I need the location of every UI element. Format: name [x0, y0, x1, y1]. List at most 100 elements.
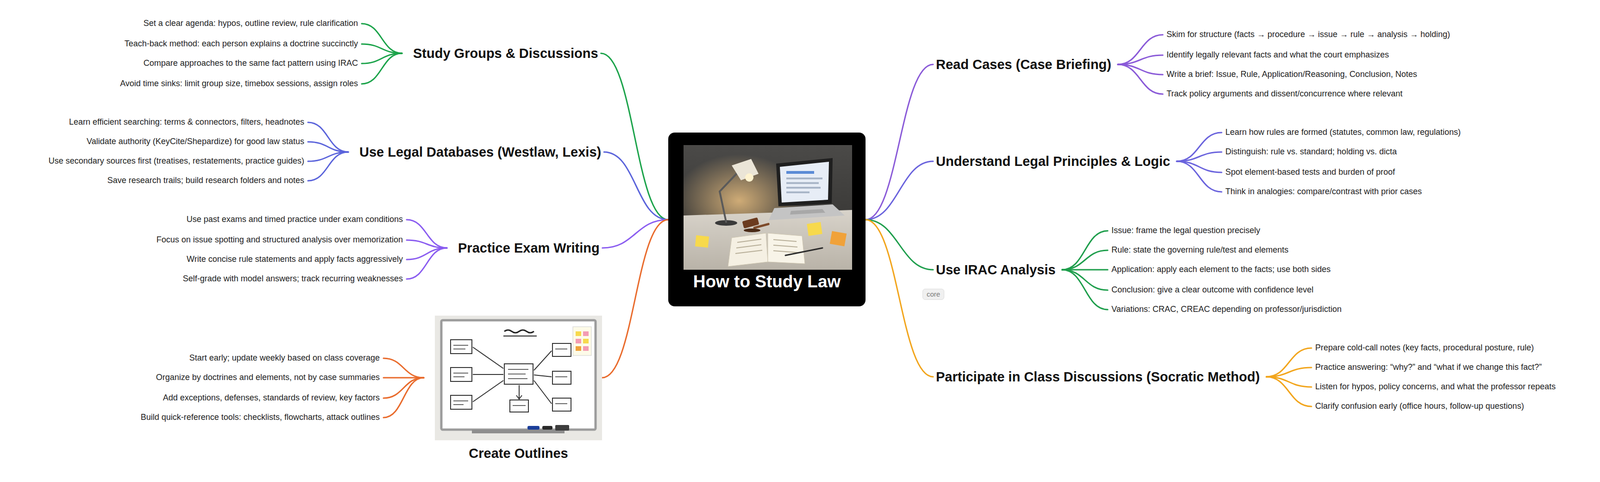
leaf-text: Avoid time sinks: limit group size, time…	[119, 78, 358, 89]
leaf-item: Application: apply each element to the f…	[1111, 264, 1331, 275]
branch-connector	[1176, 151, 1222, 162]
leaf-item: Compare approaches to the same fact patt…	[143, 58, 358, 69]
leaf-item: Identify legally relevant facts and what…	[1166, 50, 1389, 61]
leaf-item: Write a brief: Issue, Rule, Application/…	[1166, 69, 1418, 80]
leaf-text: Learn efficient searching: terms & conne…	[69, 117, 305, 128]
leaf-text: Start early; update weekly based on clas…	[189, 352, 380, 364]
branch-connector	[602, 219, 669, 378]
branch-connector	[601, 53, 669, 220]
leaf-item: Use secondary sources first (treatises, …	[48, 156, 305, 167]
branch-connector	[865, 161, 934, 220]
leaf-item: Prepare cold-call notes (key facts, proc…	[1315, 342, 1534, 353]
leaf-item: Variations: CRAC, CREAC depending on pro…	[1111, 304, 1342, 315]
leaf-item: Rule: state the governing rule/test and …	[1111, 244, 1289, 256]
leaf-text: Conclusion: give a clear outcome with co…	[1111, 284, 1314, 295]
branch-topic: Participate in Class Discussions (Socrat…	[935, 368, 1260, 385]
branch-connector	[383, 377, 424, 398]
leaf-text: Organize by doctrines and elements, not …	[156, 372, 380, 383]
leaf-text: Issue: frame the legal question precisel…	[1111, 225, 1261, 236]
leaf-item: Build quick-reference tools: checklists,…	[140, 412, 380, 423]
leaf-item: Skim for structure (facts → procedure → …	[1166, 29, 1450, 40]
branch-connector	[361, 53, 402, 84]
branch-topic: Read Cases (Case Briefing)	[935, 56, 1112, 73]
branch-connector	[865, 219, 934, 270]
leaf-text: Listen for hypos, policy concerns, and w…	[1315, 381, 1556, 392]
topic-text: Participate in Class Discussions (Socrat…	[935, 368, 1260, 385]
branch-topic: Understand Legal Principles & Logic	[935, 153, 1171, 170]
branch-connector	[603, 151, 669, 220]
branch-connector	[1061, 230, 1108, 270]
topic-text: Understand Legal Principles & Logic	[935, 153, 1171, 170]
branch-connector	[361, 43, 402, 54]
leaf-item: Clarify confusion early (office hours, f…	[1315, 401, 1525, 412]
leaf-text: Application: apply each element to the f…	[1111, 264, 1331, 275]
leaf-item: Issue: frame the legal question precisel…	[1111, 225, 1261, 236]
branch-connector	[1266, 367, 1312, 377]
branch-connector	[1061, 250, 1108, 270]
branch-connector	[383, 357, 424, 378]
branch-connector	[1117, 64, 1163, 95]
leaf-item: Track policy arguments and dissent/concu…	[1166, 88, 1403, 100]
leaf-text: Track policy arguments and dissent/concu…	[1166, 88, 1403, 100]
branch-connector	[406, 219, 447, 248]
leaf-text: Write concise rule statements and apply …	[186, 254, 403, 265]
branch-connector	[406, 239, 447, 248]
branch-connector	[1061, 269, 1108, 310]
leaf-item: Listen for hypos, policy concerns, and w…	[1315, 381, 1556, 392]
leaf-text: Build quick-reference tools: checklists,…	[140, 412, 380, 423]
tag-text: core	[926, 289, 941, 299]
branch-connector	[1117, 34, 1163, 65]
leaf-text: Spot element-based tests and burden of p…	[1225, 167, 1395, 178]
title-text: How to Study Law	[668, 271, 866, 292]
whiteboard-illustration	[434, 315, 603, 440]
branch-connector	[602, 219, 669, 248]
topic-text: Practice Exam Writing	[458, 239, 600, 257]
leaf-text: Identify legally relevant facts and what…	[1166, 50, 1389, 61]
leaf-item: Learn efficient searching: terms & conne…	[69, 117, 305, 128]
leaf-item: Think in analogies: compare/contrast wit…	[1225, 186, 1422, 197]
branch-connector	[1176, 132, 1222, 162]
branch-connector	[1266, 347, 1312, 377]
leaf-text: Clarify confusion early (office hours, f…	[1315, 401, 1525, 412]
leaf-item: Write concise rule statements and apply …	[186, 254, 403, 265]
leaf-item: Learn how rules are formed (statutes, co…	[1225, 127, 1461, 138]
leaf-item: Start early; update weekly based on clas…	[189, 352, 380, 364]
leaf-text: Validate authority (KeyCite/Shepardize) …	[86, 136, 305, 147]
leaf-text: Prepare cold-call notes (key facts, proc…	[1315, 342, 1534, 353]
leaf-text: Write a brief: Issue, Rule, Application/…	[1166, 69, 1418, 80]
leaf-text: Skim for structure (facts → procedure → …	[1166, 29, 1450, 40]
desk-illustration	[683, 144, 853, 270]
branch-connector	[307, 141, 349, 152]
branch-topic: Use IRAC Analysis	[935, 261, 1056, 278]
branch-connector	[307, 151, 349, 181]
branch-topic: Use Legal Databases (Westlaw, Lexis)	[359, 144, 602, 161]
branch-connector	[1176, 161, 1222, 192]
branch-topic-with-picture: Create Outlines	[434, 315, 603, 462]
leaf-text: Think in analogies: compare/contrast wit…	[1225, 186, 1422, 197]
topic-text: Create Outlines	[434, 445, 603, 462]
leaf-item: Save research trails; build research fol…	[107, 175, 305, 186]
leaf-item: Practice answering: “why?” and “what if …	[1315, 362, 1542, 373]
topic-text: Use Legal Databases (Westlaw, Lexis)	[359, 144, 602, 161]
leaf-text: Distinguish: rule vs. standard; holding …	[1225, 146, 1397, 157]
leaf-text: Self-grade with model answers; track rec…	[182, 273, 403, 284]
branch-connector	[406, 247, 447, 279]
leaf-item: Validate authority (KeyCite/Shepardize) …	[86, 136, 305, 147]
leaf-text: Focus on issue spotting and structured a…	[156, 234, 403, 245]
leaf-text: Use past exams and timed practice under …	[186, 214, 403, 225]
branch-connector	[383, 377, 424, 418]
branch-topic: Practice Exam Writing	[458, 239, 600, 257]
branch-connector	[1266, 376, 1312, 407]
leaf-item: Organize by doctrines and elements, not …	[156, 372, 380, 383]
leaf-text: Teach-back method: each person explains …	[124, 38, 358, 50]
leaf-item: Spot element-based tests and burden of p…	[1225, 167, 1395, 178]
leaf-text: Rule: state the governing rule/test and …	[1111, 244, 1289, 256]
leaf-item: Use past exams and timed practice under …	[186, 214, 403, 225]
leaf-text: Learn how rules are formed (statutes, co…	[1225, 127, 1461, 138]
leaf-item: Self-grade with model answers; track rec…	[182, 273, 403, 284]
leaf-text: Compare approaches to the same fact patt…	[143, 58, 358, 69]
leaf-text: Use secondary sources first (treatises, …	[48, 156, 305, 167]
tag-badge: core	[922, 288, 945, 300]
branch-connector	[865, 64, 934, 220]
